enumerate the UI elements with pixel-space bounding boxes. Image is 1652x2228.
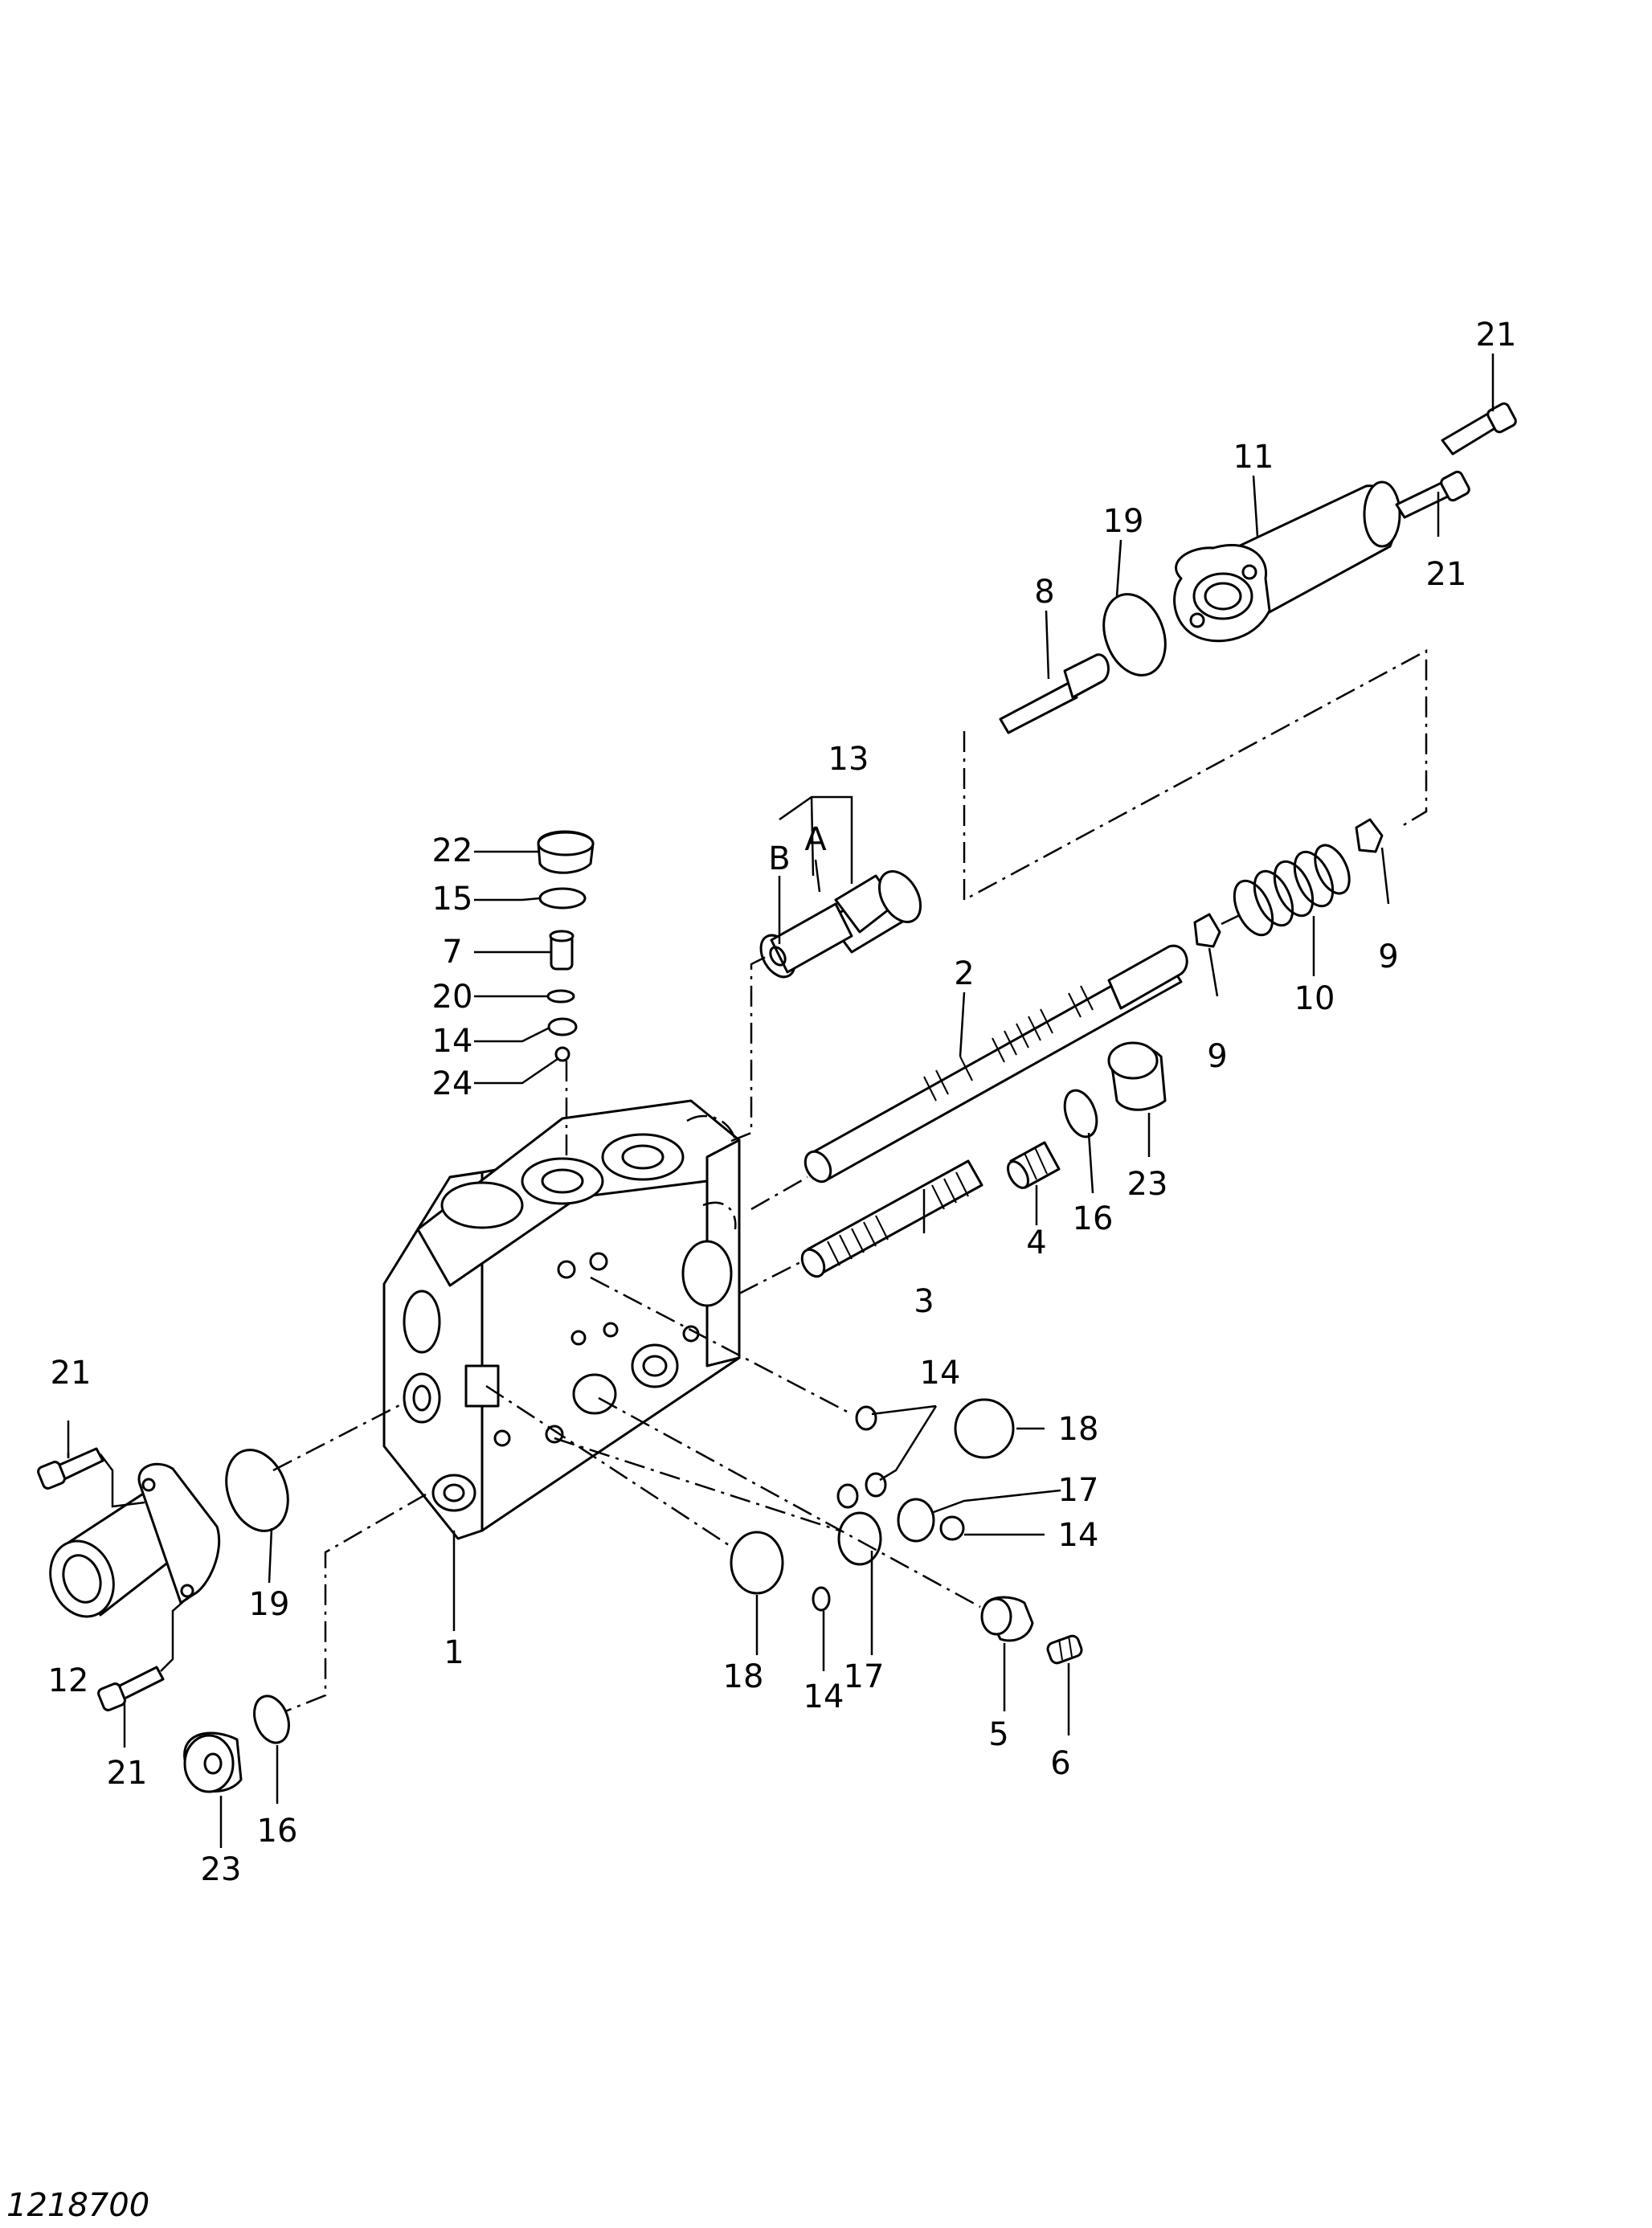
callout-leaders — [67, 354, 1495, 1848]
o-ring-14-mid — [939, 1515, 965, 1541]
callout-21-left-bottom: 21 — [107, 1755, 148, 1792]
callout-1: 1 — [444, 1634, 464, 1671]
o-ring-14-pair-c — [865, 1472, 887, 1498]
callout-15: 15 — [432, 881, 473, 918]
cover-part-11 — [1173, 480, 1401, 643]
valve-body-part-1 — [382, 1099, 741, 1540]
o-ring-17-lower — [837, 1511, 882, 1566]
o-ring-14-top — [547, 1017, 578, 1036]
o-ring-19-top — [1102, 593, 1167, 677]
plug-part-6 — [1046, 1634, 1083, 1665]
callout-22: 22 — [432, 832, 473, 869]
relief-valve-part-13 — [759, 870, 922, 979]
cover-part-12 — [49, 1462, 221, 1618]
callout-13: 13 — [828, 741, 869, 778]
callout-24: 24 — [432, 1065, 473, 1102]
o-ring-17-upper — [897, 1498, 935, 1543]
callout-21-top: 21 — [1476, 317, 1517, 354]
o-ring-20 — [546, 989, 575, 1004]
bolt-connector-upper — [100, 1453, 145, 1508]
part-7 — [549, 930, 575, 971]
plug-part-22 — [537, 830, 595, 874]
o-ring-16-left — [253, 1695, 290, 1744]
o-ring-15 — [538, 887, 587, 910]
o-ring-14-lower — [812, 1586, 831, 1612]
bolt-21-top — [1441, 402, 1517, 456]
spring-seat-9-right — [1355, 818, 1384, 853]
callout-19-left: 19 — [249, 1586, 290, 1623]
bolt-21-left-bottom — [97, 1666, 165, 1711]
spring-part-10 — [1233, 844, 1351, 937]
callout-23-left: 23 — [201, 1851, 242, 1888]
callout-6: 6 — [1050, 1745, 1070, 1782]
callout-20: 20 — [432, 979, 473, 1016]
bolt-21-left-top — [37, 1447, 104, 1490]
callout-4: 4 — [1026, 1224, 1046, 1261]
callout-18-lower: 18 — [723, 1658, 764, 1695]
callout-23-right: 23 — [1127, 1166, 1168, 1203]
callout-17-lower: 17 — [844, 1658, 885, 1695]
o-ring-19-left — [225, 1449, 289, 1532]
bolt-connector-lower — [160, 1598, 187, 1672]
callout-14-lower: 14 — [804, 1678, 844, 1715]
callout-10: 10 — [1294, 980, 1335, 1017]
plug-23-left — [183, 1731, 243, 1793]
callout-B: B — [768, 840, 790, 877]
callout-17-right: 17 — [1058, 1472, 1099, 1509]
callout-12: 12 — [48, 1662, 89, 1699]
callout-21-right: 21 — [1426, 556, 1467, 593]
plug-23-right — [1107, 1041, 1167, 1111]
callout-5: 5 — [988, 1716, 1008, 1753]
spool-part-3 — [800, 1159, 983, 1278]
callout-2: 2 — [954, 955, 974, 992]
callout-19-top: 19 — [1103, 503, 1144, 540]
callout-18-right: 18 — [1058, 1411, 1099, 1448]
o-ring-18-right — [954, 1398, 1015, 1459]
callout-A: A — [804, 821, 827, 858]
o-ring-14-pair-a — [855, 1405, 877, 1431]
callout-14-top: 14 — [432, 1023, 473, 1060]
callout-21-left-top: 21 — [51, 1355, 92, 1392]
o-ring-18-lower — [730, 1531, 784, 1595]
o-ring-14-pair-b — [836, 1483, 859, 1509]
callout-7: 7 — [442, 934, 462, 971]
spool-part-2 — [804, 944, 1188, 1183]
callout-labels: 21 11 19 21 8 13 B A 22 15 7 20 14 24 2 … — [48, 317, 1517, 1888]
callout-14-upper-right: 14 — [920, 1355, 961, 1392]
ball-24 — [554, 1046, 570, 1062]
plug-part-4 — [1007, 1141, 1061, 1189]
assembly-centerlines — [272, 648, 1428, 1713]
callout-11: 11 — [1233, 439, 1274, 476]
callout-3: 3 — [914, 1283, 934, 1320]
poppet-part-8 — [999, 653, 1110, 734]
callout-8: 8 — [1034, 574, 1054, 611]
figure-id: 1218700 — [6, 2187, 149, 2224]
callout-16-left: 16 — [257, 1813, 298, 1850]
spring-seat-9-left — [1193, 913, 1221, 948]
o-ring-16-right — [1063, 1089, 1098, 1139]
bolt-21-right — [1395, 470, 1470, 519]
callout-9-right: 9 — [1378, 938, 1398, 975]
callout-16-right: 16 — [1073, 1200, 1114, 1237]
plug-part-5 — [980, 1596, 1034, 1642]
callout-9-left: 9 — [1207, 1038, 1227, 1075]
callout-14-right: 14 — [1058, 1517, 1099, 1554]
